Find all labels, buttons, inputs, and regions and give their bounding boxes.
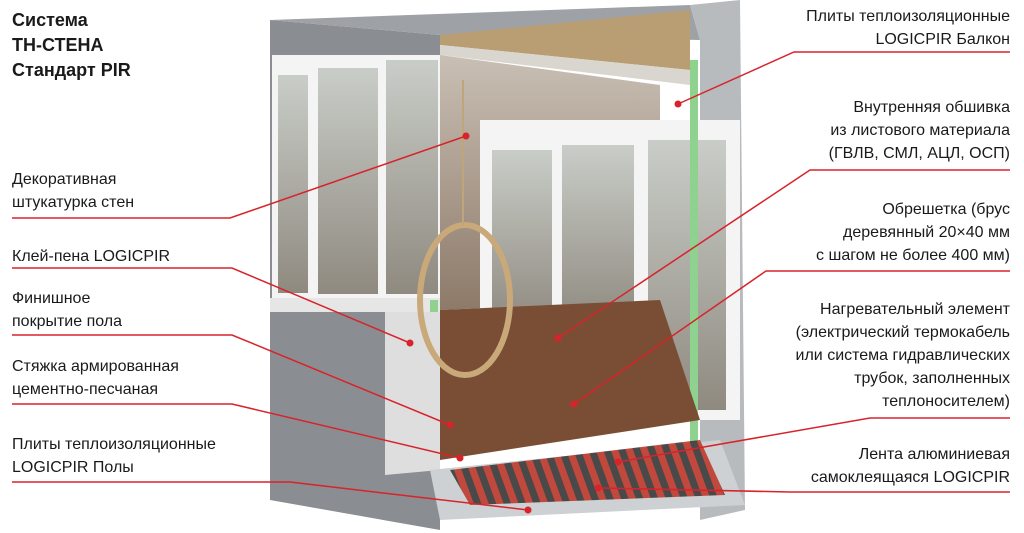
- label-batten: Обрешетка (брус деревянный 20×40 мм с ша…: [816, 198, 1010, 267]
- label-line: (электрический термокабель: [795, 324, 1010, 341]
- left-window-glass-2: [318, 68, 378, 294]
- label-finish-floor: Финишное покрытие пола: [12, 287, 122, 333]
- label-balcony-plates: Плиты теплоизоляционные LOGICPIR Балкон: [806, 5, 1010, 51]
- label-line: LOGICPIR Полы: [12, 459, 134, 476]
- label-screed: Стяжка армированная цементно-песчаная: [12, 355, 179, 401]
- label-decorative-plaster: Декоративная штукатурка стен: [12, 168, 134, 214]
- label-line: покрытие пола: [12, 313, 123, 330]
- ceiling-insulation: [440, 10, 690, 70]
- label-line: Клей-пена LOGICPIR: [12, 248, 171, 265]
- hanging-chair: [417, 222, 513, 378]
- label-line: цементно-песчаная: [12, 381, 159, 398]
- label-line: Декоративная: [12, 171, 117, 188]
- door-glass-2: [562, 145, 634, 325]
- label-line: Обрешетка (брус: [882, 201, 1010, 218]
- label-line: деревянный 20×40 мм: [843, 224, 1010, 241]
- title-line-1: Система: [12, 10, 88, 30]
- label-line: Плиты теплоизоляционные: [12, 436, 216, 453]
- label-aluminium-tape: Лента алюминиевая самоклеящаяся LOGICPIR: [811, 443, 1010, 489]
- title-line-3: Стандарт PIR: [12, 60, 131, 80]
- label-floor-plates: Плиты теплоизоляционные LOGICPIR Полы: [12, 433, 216, 479]
- title-line-2: ТН-СТЕНА: [12, 35, 104, 55]
- label-line: теплоносителем): [882, 393, 1010, 410]
- room-floor: [440, 300, 700, 460]
- label-adhesive-foam: Клей-пена LOGICPIR: [12, 245, 170, 268]
- label-line: трубок, заполненных: [854, 370, 1010, 387]
- ceiling-panel: [440, 45, 690, 85]
- label-line: штукатурка стен: [12, 194, 135, 211]
- label-line: с шагом не более 400 мм): [816, 247, 1010, 264]
- label-line: Стяжка армированная: [12, 358, 179, 375]
- label-line: LOGICPIR Балкон: [875, 31, 1010, 48]
- label-line: Лента алюминиевая: [858, 446, 1010, 463]
- label-line: Нагревательный элемент: [820, 301, 1010, 318]
- door-glass-1: [492, 150, 552, 325]
- label-inner-cladding: Внутренняя обшивка из листового материал…: [829, 96, 1010, 165]
- label-line: самоклеящаяся LOGICPIR: [810, 469, 1010, 486]
- parapet: [385, 312, 440, 475]
- label-line: или система гидравлических: [795, 347, 1010, 364]
- label-line: Финишное: [12, 290, 91, 307]
- label-line: (ГВЛВ, СМЛ, АЦЛ, ОСП): [828, 145, 1010, 162]
- label-heating-element: Нагревательный элемент (электрический те…: [796, 298, 1010, 413]
- system-title: Система ТН-СТЕНА Стандарт PIR: [12, 8, 131, 83]
- label-line: Плиты теплоизоляционные: [806, 8, 1010, 25]
- left-window-glass-1: [278, 75, 308, 293]
- label-line: из листового материала: [830, 122, 1010, 139]
- label-line: Внутренняя обшивка: [853, 99, 1010, 116]
